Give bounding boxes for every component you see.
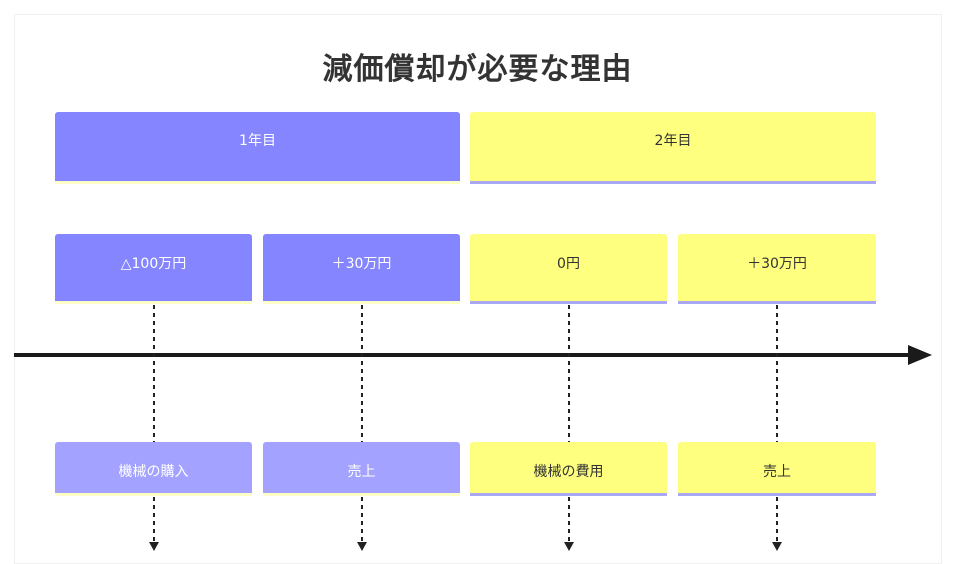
amount-box: △100万円 [55,234,252,304]
amount-box: ＋30万円 [678,234,876,304]
page-title: 減価償却が必要な理由 [322,52,633,87]
year-2-label: 2年目 [654,133,692,149]
arrow-down-icon [149,542,159,551]
year-1-box: 1年目 [55,112,460,184]
amount-label: △100万円 [120,256,187,272]
year-2-box: 2年目 [470,112,876,184]
event-box: 機械の費用 [470,442,667,496]
amount-label: ＋30万円 [331,256,392,272]
arrow-down-icon [772,542,782,551]
event-label: 売上 [347,464,376,480]
amount-label: 0円 [557,256,580,272]
event-box: 売上 [678,442,876,496]
amount-box: ＋30万円 [263,234,460,304]
event-label: 機械の費用 [533,464,604,480]
event-label: 売上 [763,464,791,480]
arrow-down-icon [564,542,574,551]
arrow-down-icon [357,542,367,551]
year-1-label: 1年目 [239,133,276,149]
amount-label: ＋30万円 [747,256,807,272]
timeline-arrowhead [908,345,932,365]
event-box: 機械の購入 [55,442,252,496]
amount-box: 0円 [470,234,667,304]
event-box: 売上 [263,442,460,496]
event-label: 機械の購入 [118,464,189,480]
